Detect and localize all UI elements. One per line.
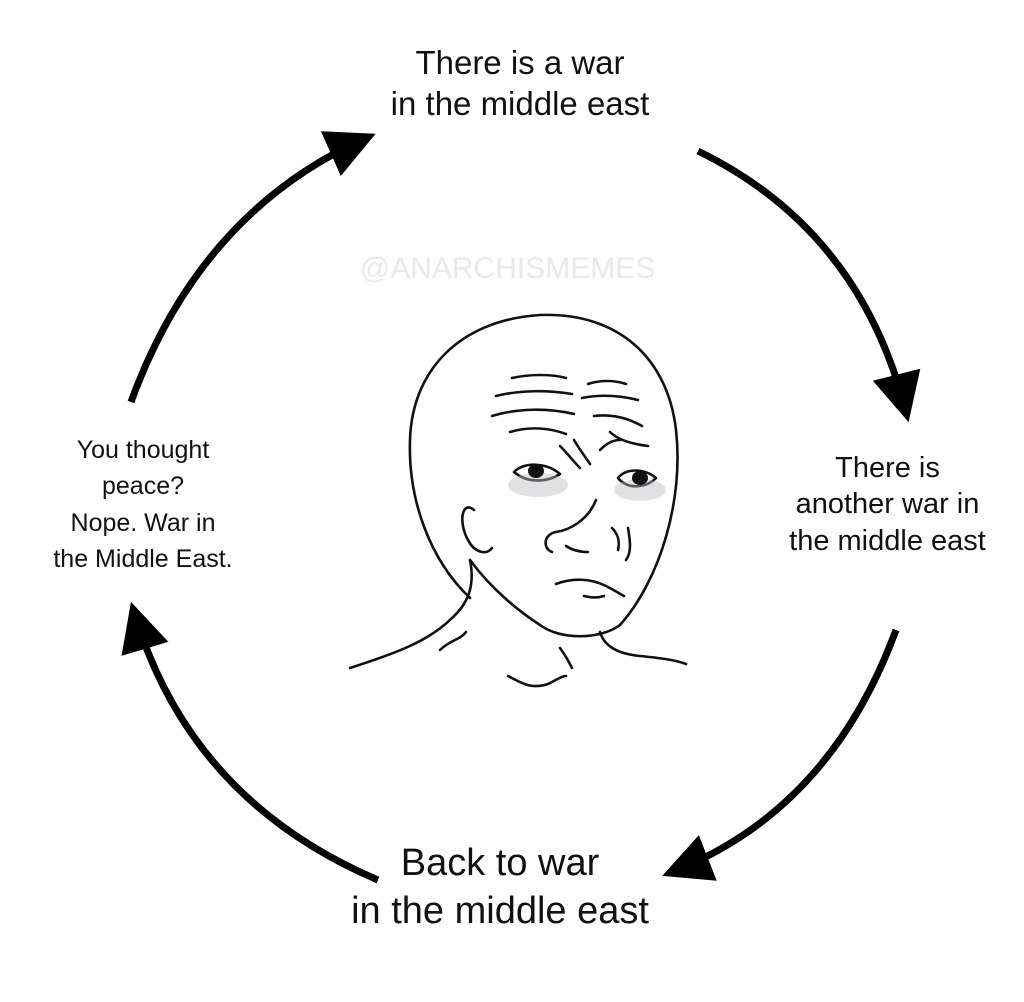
arrow-top-to-right [696,147,921,423]
node-left-label: You thought peace? Nope. War in the Midd… [18,432,268,577]
node-left-line: You thought [76,436,210,464]
node-bottom-line: in the middle east [351,889,649,932]
node-right-line: another war in [795,488,980,521]
node-left-line: peace? [101,472,185,501]
arrow-right-to-bottom [662,628,900,881]
node-right-label: There is another war in the middle east [760,450,1015,559]
node-left-line: the Middle East. [53,544,233,573]
node-bottom-line: Back to war [400,842,600,884]
node-bottom-label: Back to war in the middle east [300,840,700,935]
node-top-line: in the middle east [390,85,650,123]
node-top-label: There is a war in the middle east [330,42,710,125]
node-right-line: There is [835,452,940,484]
arrow-bottom-to-left [121,601,380,884]
watermark: @ANARCHISMEMES [359,252,656,285]
arrow-left-to-top [127,131,376,404]
node-top-line: There is a war [415,44,625,81]
node-right-line: the middle east [789,524,986,557]
node-left-line: Nope. War in [70,508,216,537]
